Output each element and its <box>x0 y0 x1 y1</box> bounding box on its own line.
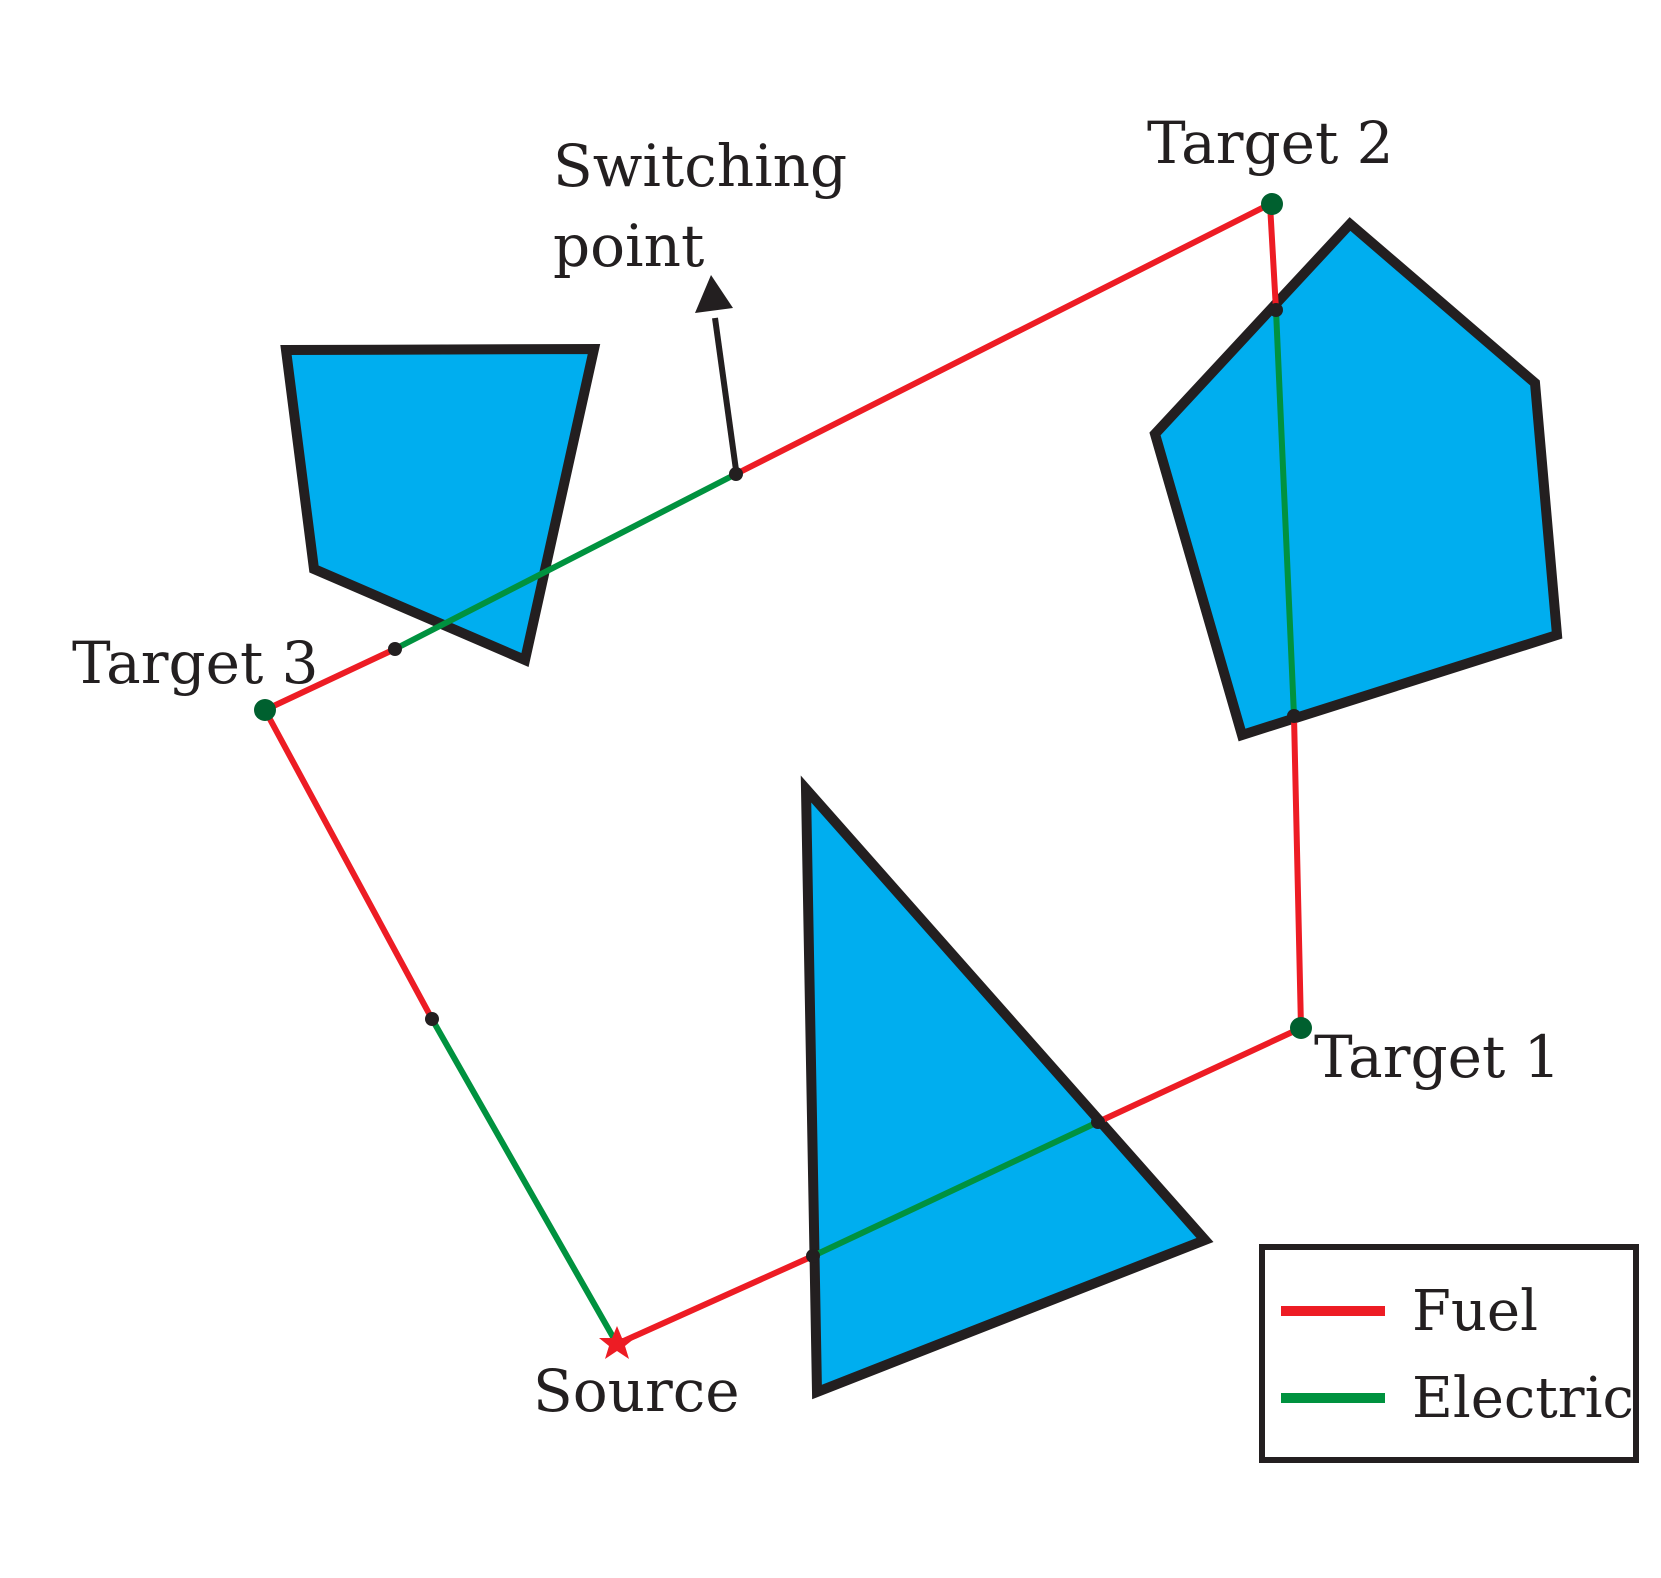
path-target1-to-switch-f <box>1095 1025 1304 1125</box>
legend-fuel-label: Fuel <box>1412 1279 1538 1344</box>
target-1-dot <box>1290 1017 1312 1039</box>
path-switch-f-to-switch-g <box>810 1119 1101 1259</box>
switching-point-dot <box>388 642 402 656</box>
target-2-label: Target 2 <box>1147 109 1394 177</box>
path-switch-a-to-target3 <box>262 707 435 1022</box>
switching-point-label-line2: point <box>553 212 704 280</box>
legend-electric-label: Electric <box>1412 1366 1634 1431</box>
source-label: Source <box>533 1357 740 1425</box>
arrow-head-icon <box>695 275 733 313</box>
switching-point-dot <box>729 467 743 481</box>
path-target2-to-switch-d <box>1267 201 1279 313</box>
path-switch-e-to-target1 <box>1291 713 1304 1031</box>
source-star-icon <box>599 1326 635 1359</box>
switching-point-dot <box>1091 1115 1105 1129</box>
switching-point-label-line1: Switching <box>553 132 847 200</box>
switching-point-dot <box>806 1249 820 1263</box>
target-3-label: Target 3 <box>72 629 319 697</box>
target-3-dot <box>254 699 276 721</box>
switching-point-dot <box>425 1012 439 1026</box>
obstacle-triangle <box>800 775 1214 1400</box>
switching-point-dot <box>1287 709 1301 723</box>
path-switch-g-to-source <box>614 1253 816 1347</box>
path-switch-c-to-target2 <box>733 201 1273 477</box>
path-switch-b-to-switch-c <box>392 471 739 652</box>
switching-point-arrow <box>712 317 739 471</box>
path-source-to-switch-a <box>429 1016 620 1347</box>
target-1-label: Target 1 <box>1314 1023 1561 1091</box>
legend: Fuel Electric <box>1259 1244 1639 1463</box>
legend-box <box>1259 1244 1639 1463</box>
obstacle-trapezoid <box>280 343 601 667</box>
obstacle-pentagon <box>1149 217 1563 742</box>
switching-point-dot <box>1269 303 1283 317</box>
path-switch-d-to-switch-e <box>1273 307 1297 719</box>
target-2-dot <box>1261 193 1283 215</box>
path-target3-to-switch-b <box>262 646 398 713</box>
